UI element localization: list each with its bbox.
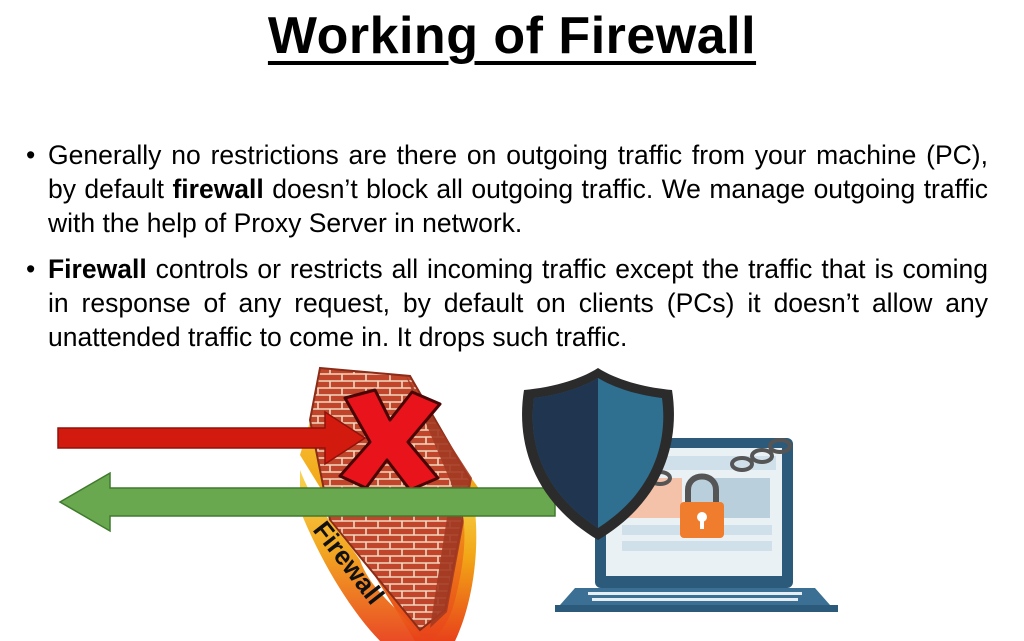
bullet-text: doesn’t block all outgoing traffic. We m… xyxy=(48,174,989,238)
firewall-illustration: Firewall xyxy=(57,366,838,641)
bullet-bold-term: Firewall xyxy=(48,254,147,284)
shield-icon xyxy=(522,368,674,540)
bullet-text: Generally no restrictions are there on o… xyxy=(48,140,988,204)
outgoing-arrow-icon xyxy=(58,471,556,533)
padlock-icon xyxy=(680,473,724,538)
incoming-arrow-icon xyxy=(57,410,367,466)
bullet-bold-term: firewall xyxy=(172,174,264,204)
page-title: Working of Firewall xyxy=(267,7,757,65)
block-x-icon xyxy=(338,388,442,492)
bullet-list: Generally no restrictions are there on o… xyxy=(26,138,988,366)
bullet-item-incoming: Firewall controls or restricts all incom… xyxy=(26,252,988,354)
bullet-text: controls or restricts all incoming traff… xyxy=(48,254,988,352)
bullet-item-outgoing: Generally no restrictions are there on o… xyxy=(26,138,988,240)
